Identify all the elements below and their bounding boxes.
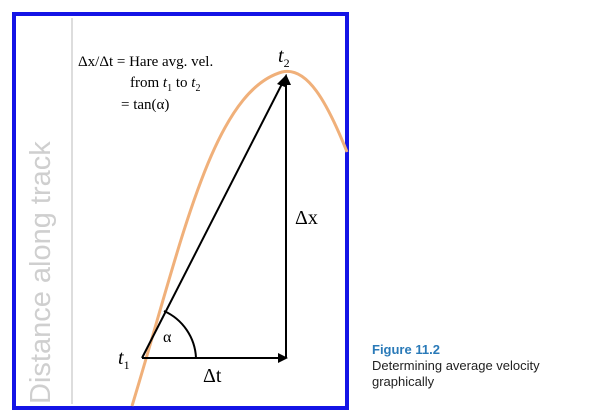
y-axis-label: Distance along track bbox=[25, 141, 57, 404]
t1-label: t1 bbox=[118, 347, 130, 372]
caption-text: Determining average velocity graphically bbox=[372, 358, 540, 389]
annotation-line-3: = tan(α) bbox=[121, 97, 169, 113]
figure-caption: Figure 11.2 Determining average velocity… bbox=[372, 342, 597, 390]
angle-arc bbox=[163, 310, 197, 359]
angle-label: α bbox=[163, 329, 172, 346]
velocity-annotation: Δx/Δt = Hare avg. vel. from t1 to t2 = t… bbox=[78, 54, 213, 113]
caption-label: Figure 11.2 bbox=[372, 342, 440, 357]
delta-t-label: Δt bbox=[203, 365, 222, 387]
delta-x-label: Δx bbox=[295, 207, 318, 229]
t2-label: t2 bbox=[278, 45, 290, 70]
secant-arrowhead bbox=[277, 74, 287, 87]
annotation-line-2: from t1 to t2 bbox=[130, 75, 200, 94]
annotation-line-1: Δx/Δt = Hare avg. vel. bbox=[78, 54, 213, 70]
delta-t-arrowhead bbox=[278, 353, 288, 363]
figure-border bbox=[12, 12, 349, 410]
figure-panel: Distance along track α Δx Δt t1 t2 Δx/Δt… bbox=[12, 12, 349, 410]
hare-position-curve bbox=[130, 69, 349, 407]
